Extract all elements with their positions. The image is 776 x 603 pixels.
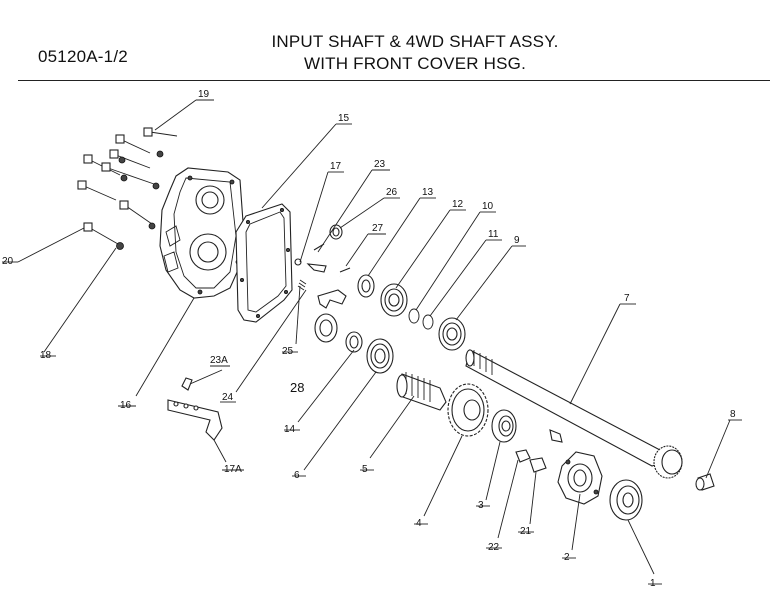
callout-15: 15 (338, 113, 350, 124)
callout-12: 12 (452, 199, 464, 210)
callout-24: 24 (222, 392, 234, 403)
leader-lines (2, 99, 742, 585)
nut-21 (529, 457, 547, 473)
callout-14: 14 (284, 424, 296, 435)
callout-7: 7 (624, 293, 630, 304)
callout-21: 21 (520, 526, 532, 537)
bearing-12 (380, 283, 408, 317)
nut-22 (515, 449, 531, 463)
bushing-8 (695, 473, 715, 491)
oil-seal-1 (609, 479, 643, 521)
bearing-cover-2 (557, 451, 603, 505)
callout-20: 20 (2, 256, 14, 267)
diagram-title-line2: WITH FRONT COVER HSG. (303, 54, 527, 73)
grease-fitting (549, 429, 563, 443)
callout-18: 18 (40, 350, 52, 361)
callout-16: 16 (120, 400, 132, 411)
bolt-a (115, 134, 151, 154)
input-shaft-5 (396, 372, 447, 411)
callout-17A: 17A (224, 464, 242, 475)
callout-10: 10 (482, 201, 494, 212)
callout-26: 26 (386, 187, 398, 198)
callout-5: 5 (362, 464, 368, 475)
bushing-14 (345, 331, 363, 353)
callout-22: 22 (488, 542, 500, 553)
bolt-e (77, 180, 117, 201)
bolt-23A (181, 377, 193, 391)
callout-23: 23 (374, 159, 386, 170)
callout-11: 11 (488, 229, 499, 240)
callout-19: 19 (198, 89, 210, 100)
callout-4: 4 (416, 518, 422, 529)
bolt-set (77, 127, 178, 250)
bolt-19 (143, 127, 178, 137)
callout-27: 27 (372, 223, 384, 234)
bolt-f (119, 200, 153, 225)
gasket (235, 203, 293, 323)
snap-ring-10 (408, 308, 420, 324)
bolt-d (101, 162, 155, 185)
snap-ring-11 (422, 314, 434, 330)
callout-8: 8 (730, 409, 736, 420)
diagram-title-line1: INPUT SHAFT & 4WD SHAFT ASSY. (271, 32, 559, 51)
bearing-3 (491, 409, 517, 443)
bolt-20 (83, 222, 119, 245)
callout-1: 1 (650, 578, 656, 589)
callout-labels: 19 15 17 23 26 27 13 12 10 11 9 7 8 20 1… (2, 89, 736, 589)
4wd-shaft-7 (465, 349, 683, 479)
document-code: 05120A-1/2 (38, 47, 128, 66)
callout-25: 25 (282, 346, 294, 357)
callout-28: 28 (290, 380, 304, 395)
seal-28 (314, 313, 338, 343)
callout-6: 6 (294, 470, 300, 481)
shift-rod-assembly (294, 224, 351, 309)
bolt-b (109, 149, 151, 169)
callout-2: 2 (564, 552, 570, 563)
shift-fork-17A (167, 399, 223, 441)
header-divider (18, 80, 770, 81)
front-cover-housing (159, 167, 245, 299)
callout-17: 17 (330, 161, 342, 172)
bearing-6 (366, 338, 394, 374)
bearing-13 (357, 274, 375, 298)
callout-3: 3 (478, 500, 484, 511)
callout-13: 13 (422, 187, 434, 198)
callout-9: 9 (514, 235, 520, 246)
bearing-9 (438, 317, 466, 351)
gear-4 (447, 383, 489, 437)
callout-23A: 23A (210, 355, 228, 366)
